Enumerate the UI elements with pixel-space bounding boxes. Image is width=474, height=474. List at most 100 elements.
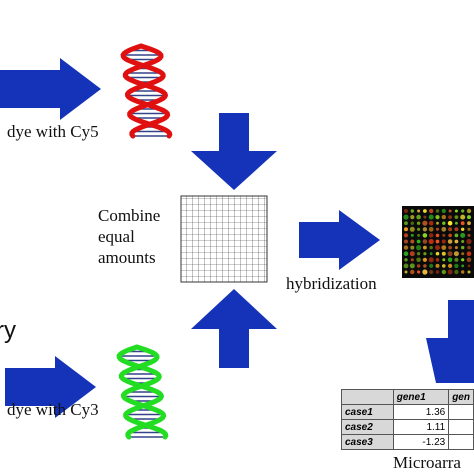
microarray-spot <box>454 257 459 262</box>
microarray-spot <box>404 221 408 226</box>
microarray-spot <box>429 269 434 275</box>
table-row-label: case2 <box>341 419 394 435</box>
label-hybridization: hybridization <box>286 274 377 293</box>
microarray-spot <box>403 233 409 238</box>
microarray-spot <box>428 214 434 220</box>
table-header-gen: gen <box>448 389 474 405</box>
microarray-spot <box>428 257 434 263</box>
arrow-right-hybridization <box>299 210 380 270</box>
microarray-spot <box>436 221 439 225</box>
microarray-spot <box>404 258 408 262</box>
microarray-spot <box>441 239 446 244</box>
microarray-spot <box>404 239 408 244</box>
microarray-spot <box>423 264 427 268</box>
label-combine: Combine equal amounts <box>98 205 160 268</box>
microarray-spot <box>454 239 459 244</box>
arrow-right-cy3 <box>5 356 96 418</box>
microarray-spot <box>442 264 446 268</box>
microarray-spot <box>447 220 453 226</box>
arrow-down-top <box>191 113 277 190</box>
microarray-spot <box>442 221 446 225</box>
table-cell: 1.11 <box>392 419 450 435</box>
table-row: case2 1.11 <box>341 419 474 435</box>
microarray-spot <box>416 245 422 251</box>
microarray-spot <box>460 221 465 226</box>
label-combine-line2: equal <box>98 227 135 246</box>
label-combine-line3: amounts <box>98 248 156 267</box>
microarray-spot <box>447 251 453 257</box>
microarray-spot <box>461 264 465 268</box>
table-cell <box>448 404 474 420</box>
microarray-spot <box>417 234 420 237</box>
microarray-spot <box>410 233 414 237</box>
microarray-spot <box>448 233 452 238</box>
microarray-spot <box>409 263 415 269</box>
microarray-spot <box>448 245 452 250</box>
microarray-spot <box>461 227 465 231</box>
microarray-spot <box>467 221 471 226</box>
dna-strand-b <box>120 43 171 139</box>
microarray-spot <box>423 245 427 250</box>
microarray-spot <box>422 257 427 262</box>
microarray-spot <box>436 227 439 231</box>
microarray-spot <box>454 263 459 269</box>
microarray-spot <box>460 232 466 238</box>
microarray-spot <box>410 239 415 244</box>
microarray-spot <box>441 269 446 275</box>
microarray-spot <box>435 270 440 274</box>
microarray-spot <box>447 269 453 275</box>
microarray-spot <box>423 209 427 213</box>
microarray-spot <box>422 239 428 244</box>
microarray-spot <box>417 227 421 231</box>
microarray-spot <box>441 245 447 251</box>
microarray-spot <box>454 246 458 250</box>
label-dye-cy3: dye with Cy3 <box>7 400 99 419</box>
microarray-spot <box>447 257 453 263</box>
microarray-spot <box>410 215 415 220</box>
microarray-spot <box>435 233 440 238</box>
microarray-spot <box>403 245 409 250</box>
microarray-spot <box>454 215 459 220</box>
microarray-spot <box>403 263 409 269</box>
microarray-spot <box>442 258 446 262</box>
label-microarray: Microarra <box>393 453 461 472</box>
microarray-spot <box>454 209 458 213</box>
microarray-spot <box>422 227 428 232</box>
microarray-spot <box>423 215 427 219</box>
microarray-spot <box>447 239 453 244</box>
microarray-spot <box>441 208 446 214</box>
microarray-spot <box>461 270 465 274</box>
microarray-spot <box>410 269 415 275</box>
microarray-spot <box>467 264 471 268</box>
label-dye-cy5: dye with Cy5 <box>7 122 99 141</box>
table-cell <box>448 419 474 435</box>
microarray-spot <box>448 215 452 220</box>
microarray-spot <box>410 221 414 225</box>
microarray-spot <box>417 209 421 213</box>
table-cell <box>448 434 474 450</box>
microarray-spot <box>435 263 440 268</box>
microarray-spot <box>441 251 446 256</box>
microarray-spot <box>404 209 408 213</box>
dna-helix-cy5-icon <box>120 43 173 139</box>
table-row-label: case3 <box>341 434 394 450</box>
microarray-spot <box>448 209 452 213</box>
microarray-spot <box>448 227 453 232</box>
microarray-spot <box>454 233 459 238</box>
microarray-spot <box>417 270 421 274</box>
microarray-spot <box>441 214 446 220</box>
microarray-spot <box>429 263 434 268</box>
dna-strand-a <box>118 344 169 440</box>
microarray-spots <box>403 208 472 275</box>
microarray-spot <box>466 238 472 245</box>
microarray-spot <box>435 209 440 213</box>
expression-table: gene1 gen case1 1.36 case2 1.11 case3 -1… <box>341 389 474 450</box>
table-header-row: gene1 gen <box>341 389 474 405</box>
microarray-spot <box>455 221 458 225</box>
arrow-up-bottom <box>191 289 277 368</box>
microarray-spot <box>429 252 433 256</box>
microarray-spot <box>410 209 414 213</box>
microarray-spot <box>409 251 415 257</box>
microarray-spot <box>404 270 408 274</box>
